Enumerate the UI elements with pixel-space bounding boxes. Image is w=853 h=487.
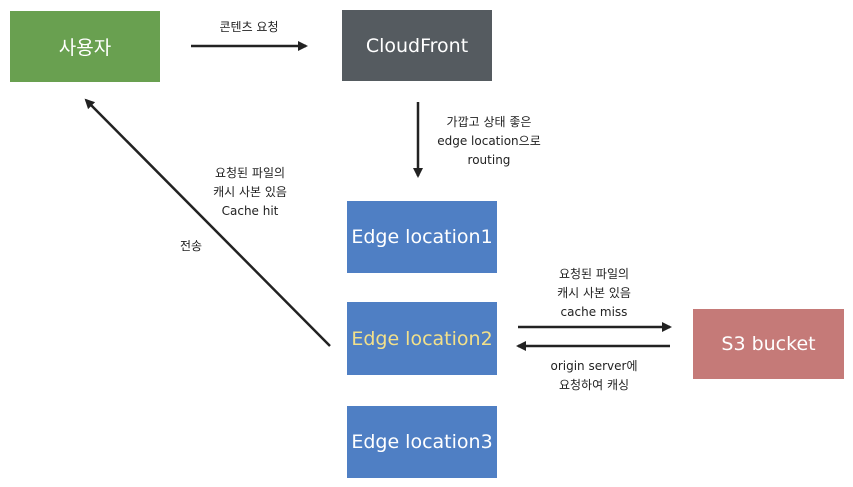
edge-location3-node: Edge location3	[347, 406, 497, 478]
routing-line-1: 가깝고 상태 좋은	[446, 115, 532, 129]
routing-line-2: edge location으로	[437, 134, 541, 148]
routing-line-3: routing	[467, 153, 511, 167]
arrow-edge-to-user	[84, 98, 331, 347]
s3-bucket-node: S3 bucket	[693, 309, 844, 379]
request-label-text: 콘텐츠 요청	[219, 20, 279, 34]
user-node: 사용자	[10, 11, 160, 82]
cache-hit-line-1: 요청된 파일의	[214, 166, 286, 180]
edge-location2-node: Edge location2	[347, 302, 497, 375]
cloudfront-node: CloudFront	[342, 10, 492, 81]
cache-miss-line-1: 요청된 파일의	[558, 267, 630, 281]
cache-hit-line-2: 캐시 사본 있음	[213, 185, 287, 199]
transfer-label: 전송	[168, 237, 214, 256]
routing-label: 가깝고 상태 좋은 edge location으로 routing	[424, 113, 554, 170]
cache-hit-line-3: Cache hit	[221, 204, 279, 218]
edge-location1-node: Edge location1	[347, 201, 497, 273]
origin-line-1: origin server에	[550, 359, 638, 373]
request-label: 콘텐츠 요청	[204, 18, 294, 37]
cache-miss-label: 요청된 파일의 캐시 사본 있음 cache miss	[538, 265, 650, 322]
transfer-label-text: 전송	[179, 239, 203, 253]
cache-miss-line-3: cache miss	[560, 305, 628, 319]
origin-label: origin server에 요청하여 캐싱	[538, 357, 650, 395]
origin-line-2: 요청하여 캐싱	[558, 378, 630, 392]
cache-hit-label: 요청된 파일의 캐시 사본 있음 Cache hit	[195, 164, 305, 221]
cache-miss-line-2: 캐시 사본 있음	[557, 286, 631, 300]
